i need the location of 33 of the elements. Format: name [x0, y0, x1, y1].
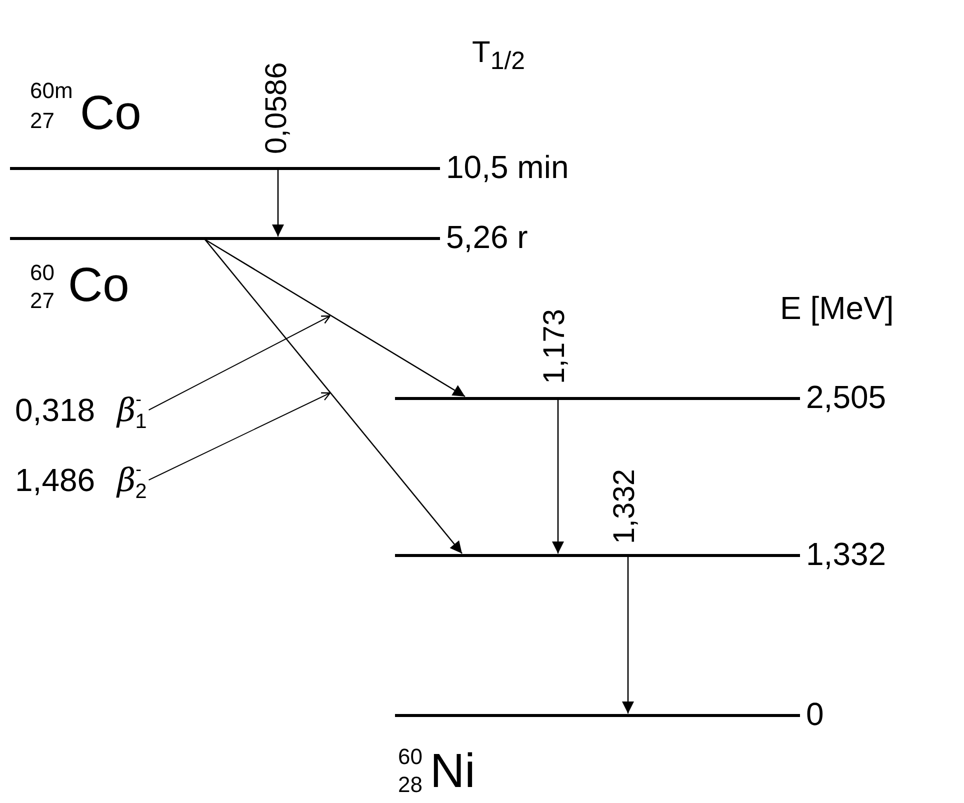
gamma-transition-arrow — [622, 556, 634, 714]
energy-level-line — [10, 236, 440, 240]
energy-value: 10,5 min — [446, 151, 569, 183]
gamma-transition-arrow — [552, 400, 564, 554]
energy-value: 0 — [806, 698, 824, 730]
gamma-transition-arrow — [272, 170, 284, 236]
atomic-number: 27 — [30, 110, 54, 132]
energy-level-line — [395, 396, 800, 400]
energy-level-line — [395, 554, 800, 556]
energy-value: 0,318 — [15, 394, 96, 426]
edge-label: 1,332 — [610, 468, 640, 545]
energy-value: 1,332 — [806, 538, 886, 570]
mass-number: 60 — [30, 262, 54, 284]
energy-level-line — [395, 714, 800, 716]
energy-value: 1,486 — [15, 464, 96, 496]
energy-level-line — [10, 166, 440, 170]
beta-decay-arrow — [204, 238, 466, 398]
atomic-number: 28 — [398, 774, 422, 796]
edge-label: 1,173 — [540, 308, 570, 385]
element-symbol: Ni — [430, 748, 476, 796]
mass-number: 60m — [30, 80, 73, 102]
axis-heading: E [MeV] — [780, 292, 894, 324]
energy-value: 2,505 — [806, 381, 886, 413]
mass-number: 60 — [398, 746, 422, 768]
leader-line — [148, 315, 331, 410]
beta-decay-arrow — [204, 239, 462, 554]
half-life-heading: T$_{1/2}$ — [472, 38, 526, 68]
element-symbol: Co — [80, 90, 142, 138]
energy-value: 5,26 r — [446, 221, 528, 253]
edge-label: 0,0586 — [262, 61, 292, 155]
atomic-number: 27 — [30, 290, 54, 312]
element-symbol: Co — [68, 262, 130, 310]
leader-line — [148, 392, 331, 480]
